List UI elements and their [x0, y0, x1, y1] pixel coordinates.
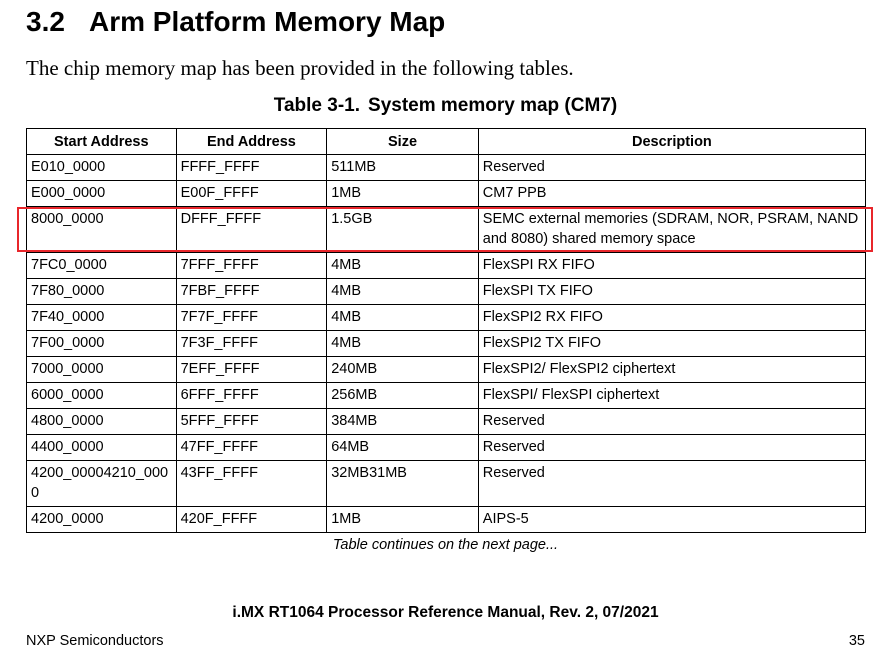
footer-document-title: i.MX RT1064 Processor Reference Manual, … [232, 604, 659, 621]
cell-start-address: 7F00_0000 [26, 330, 177, 357]
cell-start-address: E000_0000 [26, 180, 177, 207]
cell-size: 4MB [326, 252, 479, 279]
cell-description: Reserved [477, 408, 867, 435]
cell-size: 64MB [326, 434, 479, 461]
cell-size: 1MB [326, 180, 479, 207]
cell-size: 4MB [326, 278, 479, 305]
cell-description: Reserved [477, 460, 867, 507]
cell-description: FlexSPI2 TX FIFO [477, 330, 867, 357]
cell-description: FlexSPI2/ FlexSPI2 ciphertext [477, 356, 867, 383]
cell-end-address: FFFF_FFFF [175, 154, 328, 181]
cell-start-address: E010_0000 [26, 154, 177, 181]
cell-start-address: 8000_0000 [26, 206, 177, 253]
cell-end-address: E00F_FFFF [175, 180, 328, 207]
cell-end-address: DFFF_FFFF [175, 206, 328, 253]
cell-size: 384MB [326, 408, 479, 435]
cell-start-address: 6000_0000 [26, 382, 177, 409]
cell-end-address: 6FFF_FFFF [175, 382, 328, 409]
cell-description: SEMC external memories (SDRAM, NOR, PSRA… [477, 206, 867, 253]
cell-size: 256MB [326, 382, 479, 409]
cell-size: 4MB [326, 330, 479, 357]
cell-end-address: 7F3F_FFFF [175, 330, 328, 357]
cell-end-address: 7EFF_FFFF [175, 356, 328, 383]
cell-start-address: 7F80_0000 [26, 278, 177, 305]
cell-start-address: 4200_00004210_0000 [26, 460, 177, 507]
table-caption-title: System memory map (CM7) [368, 95, 618, 116]
footer-page-number: 35 [848, 633, 865, 649]
footer-company: NXP Semiconductors [26, 633, 164, 649]
cell-size: 32MB31MB [326, 460, 479, 507]
cell-start-address: 7F40_0000 [26, 304, 177, 331]
cell-description: FlexSPI RX FIFO [477, 252, 867, 279]
header-start-address: Start Address [26, 128, 177, 155]
cell-description: AIPS-5 [477, 506, 867, 533]
cell-size: 511MB [326, 154, 479, 181]
cell-description: FlexSPI/ FlexSPI ciphertext [477, 382, 867, 409]
cell-start-address: 4800_0000 [26, 408, 177, 435]
cell-end-address: 5FFF_FFFF [175, 408, 328, 435]
cell-start-address: 4400_0000 [26, 434, 177, 461]
memory-map-table: Start Address End Address Size Descripti… [26, 128, 867, 533]
cell-start-address: 4200_0000 [26, 506, 177, 533]
cell-size: 1MB [326, 506, 479, 533]
cell-description: CM7 PPB [477, 180, 867, 207]
cell-size: 240MB [326, 356, 479, 383]
table-caption: Table 3-1. System memory map (CM7) [0, 95, 891, 117]
header-description: Description [477, 128, 867, 155]
header-size: Size [326, 128, 479, 155]
table-caption-number: Table 3-1. [273, 95, 361, 116]
intro-paragraph: The chip memory map has been provided in… [26, 56, 574, 80]
cell-end-address: 43FF_FFFF [175, 460, 328, 507]
cell-description: FlexSPI2 RX FIFO [477, 304, 867, 331]
cell-description: FlexSPI TX FIFO [477, 278, 867, 305]
table-header-row: Start Address End Address Size Descripti… [26, 128, 867, 155]
cell-start-address: 7FC0_0000 [26, 252, 177, 279]
section-number: 3.2 [26, 6, 65, 37]
header-end-address: End Address [175, 128, 328, 155]
cell-description: Reserved [477, 154, 867, 181]
cell-size: 1.5GB [326, 206, 479, 253]
cell-end-address: 7F7F_FFFF [175, 304, 328, 331]
cell-end-address: 47FF_FFFF [175, 434, 328, 461]
cell-start-address: 7000_0000 [26, 356, 177, 383]
cell-description: Reserved [477, 434, 867, 461]
cell-end-address: 7FBF_FFFF [175, 278, 328, 305]
table-continues-note: Table continues on the next page... [332, 537, 559, 553]
cell-size: 4MB [326, 304, 479, 331]
section-heading: 3.2 Arm Platform Memory Map [26, 6, 445, 38]
cell-end-address: 7FFF_FFFF [175, 252, 328, 279]
cell-end-address: 420F_FFFF [175, 506, 328, 533]
section-title: Arm Platform Memory Map [89, 6, 446, 37]
